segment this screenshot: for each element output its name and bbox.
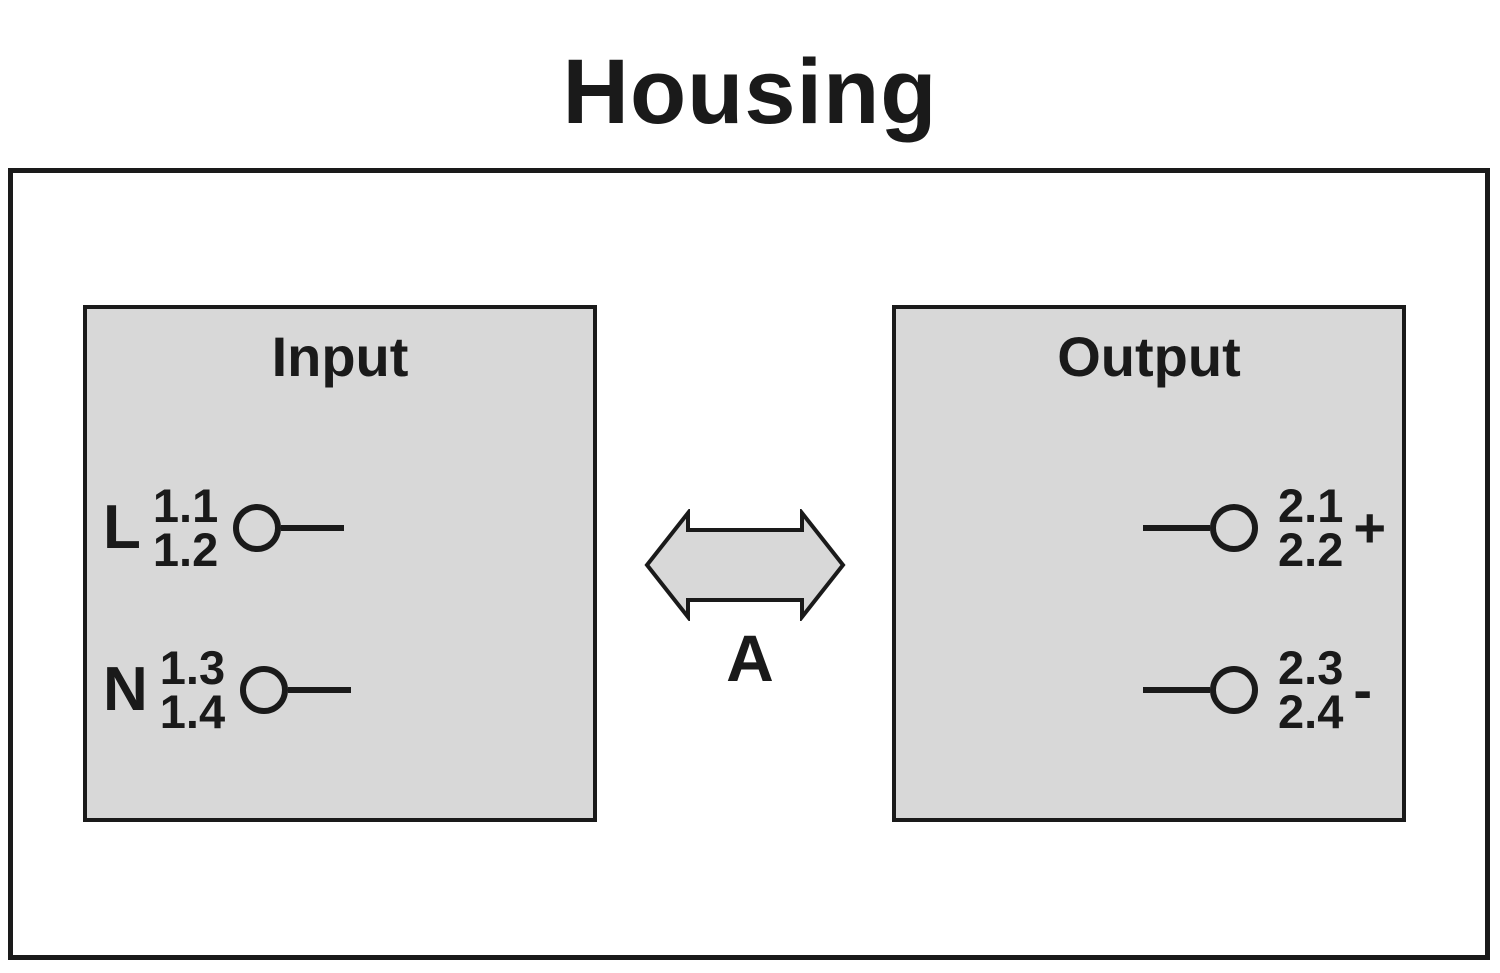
- terminal-letter-L: L: [103, 493, 141, 562]
- terminal-circle-icon: [233, 504, 282, 552]
- terminal-number-bottom: 1.4: [159, 685, 226, 738]
- terminal-numbers: 1.3 1.4: [159, 641, 226, 738]
- terminal-number-top: 2.1: [1278, 479, 1344, 532]
- terminal-number-bottom: 2.2: [1278, 523, 1344, 576]
- terminal-wire: [1143, 525, 1210, 531]
- terminal-number-bottom: 1.2: [152, 523, 219, 576]
- input-terminal-row-L: L 1.1 1.2: [103, 479, 345, 576]
- input-terminal-row-N: N 1.3 1.4: [103, 641, 352, 738]
- terminal-numbers: 2.3 2.4: [1278, 641, 1344, 738]
- bidirectional-arrow-icon: [644, 509, 846, 621]
- terminal-circle-icon: [1210, 666, 1258, 714]
- diagram-title: Housing: [562, 41, 938, 143]
- arrow-label: A: [726, 621, 774, 695]
- terminal-number-top: 1.3: [159, 641, 226, 694]
- output-terminal-row-minus: 2.3 2.4 -: [1143, 641, 1372, 738]
- output-terminal-row-plus: 2.1 2.2 +: [1143, 479, 1387, 576]
- terminal-letter-N: N: [103, 655, 148, 724]
- polarity-minus-sign: -: [1353, 658, 1372, 721]
- terminal-wire: [288, 687, 352, 693]
- terminal-circle-icon: [240, 666, 289, 714]
- terminal-wire: [1143, 687, 1210, 693]
- input-panel: Input L 1.1 1.2 N 1.3 1.4: [83, 305, 597, 822]
- terminal-number-top: 1.1: [152, 479, 219, 532]
- terminal-number-top: 2.3: [1278, 641, 1344, 694]
- output-panel-title: Output: [1057, 325, 1241, 388]
- terminal-wire: [281, 525, 345, 531]
- input-panel-title: Input: [271, 325, 409, 388]
- terminal-number-bottom: 2.4: [1278, 685, 1344, 738]
- terminal-circle-icon: [1210, 504, 1258, 552]
- terminal-numbers: 1.1 1.2: [152, 479, 219, 576]
- polarity-plus-sign: +: [1353, 496, 1387, 559]
- output-panel: Output 2.1 2.2 + 2.3 2.4 -: [892, 305, 1406, 822]
- terminal-numbers: 2.1 2.2: [1278, 479, 1344, 576]
- housing-outline: Input L 1.1 1.2 N 1.3 1.4: [8, 168, 1490, 960]
